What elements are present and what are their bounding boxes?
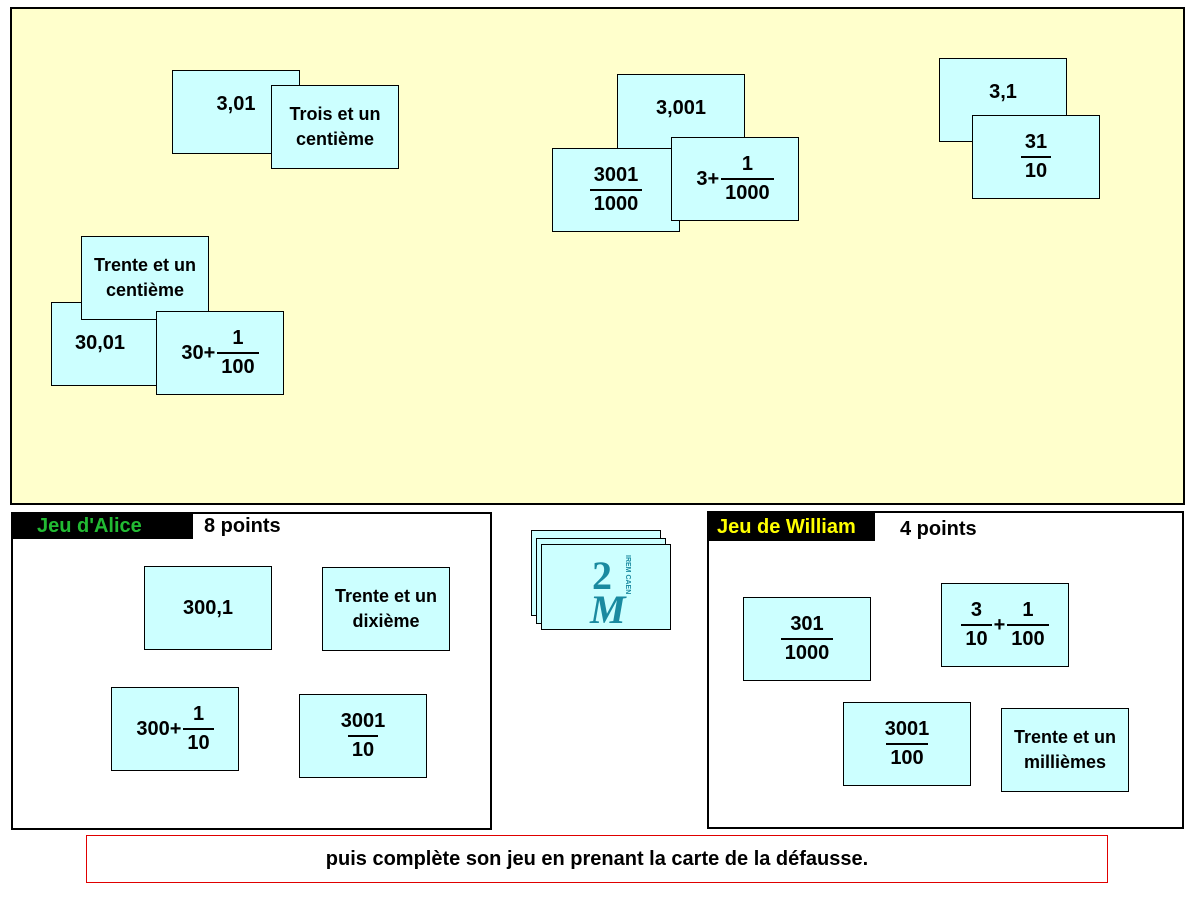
denominator: 1000	[780, 638, 834, 665]
numerator: 1	[232, 327, 244, 349]
fraction: 3001 1000	[589, 164, 643, 216]
denominator: 100	[217, 352, 259, 379]
number-card[interactable]: 3001 1000	[552, 148, 680, 232]
alice-title: Jeu d'Alice	[13, 514, 193, 539]
card-value: 300+	[136, 717, 182, 740]
svg-text:M: M	[589, 587, 627, 627]
numerator: 3001	[593, 164, 639, 186]
number-card[interactable]: Trente et un centième	[81, 236, 209, 320]
denominator: 10	[961, 624, 992, 651]
denominator: 100	[1007, 624, 1049, 651]
numerator: 1	[192, 703, 205, 725]
numerator: 3001	[884, 718, 930, 740]
denominator: 1000	[589, 189, 643, 216]
instruction-message: puis complète son jeu en prenant la cart…	[86, 835, 1108, 883]
card-value: 3,01	[216, 93, 256, 115]
fraction: 301 1000	[780, 613, 834, 665]
alice-hand-panel: Jeu d'Alice 8 points	[11, 512, 492, 830]
fraction: 1 1000	[721, 153, 774, 205]
number-card[interactable]: 3001 10	[299, 694, 427, 778]
number-card[interactable]: Trois et un centième	[271, 85, 399, 169]
numerator: 3001	[340, 710, 386, 732]
numerator: 31	[1024, 131, 1048, 153]
denominator: 10	[183, 728, 214, 755]
card-value: Trente et un millièmes	[1013, 727, 1116, 772]
numerator: 301	[790, 613, 824, 635]
denominator: 10	[1020, 156, 1052, 183]
instruction-text: puis complète son jeu en prenant la cart…	[325, 847, 869, 870]
card-value: 300,1	[182, 596, 234, 619]
denominator: 100	[886, 743, 928, 770]
william-points: 4 points	[900, 518, 977, 540]
number-card[interactable]: Trente et un dixième	[322, 567, 450, 651]
number-card[interactable]: Trente et un millièmes	[1001, 708, 1129, 792]
card-value: 3,001	[655, 97, 707, 119]
card-value: Trente et un centième	[93, 255, 196, 300]
number-card[interactable]: 300,1	[144, 566, 272, 650]
numerator: 3	[970, 599, 983, 621]
fraction: 3001 10	[337, 710, 390, 762]
william-title: Jeu de William	[709, 513, 875, 541]
card-value: 30+	[181, 341, 216, 364]
card-value: Trois et un centième	[289, 104, 381, 149]
number-card[interactable]: 3+ 1 1000	[671, 137, 799, 221]
card-value: 3+	[696, 167, 720, 190]
number-card[interactable]: 3001 100	[843, 702, 971, 786]
svg-text:2: 2	[592, 553, 612, 598]
plus-sign: +	[993, 613, 1006, 636]
card-value: Trente et un dixième	[334, 586, 437, 631]
numerator: 1	[1022, 599, 1034, 621]
deck-logo: 2 M IREM CAEN	[541, 544, 671, 630]
numerator: 1	[741, 153, 753, 175]
number-card[interactable]: 301 1000	[743, 597, 871, 681]
alice-points: 8 points	[204, 515, 281, 537]
card-value: 3,1	[989, 81, 1017, 103]
svg-text:IREM CAEN: IREM CAEN	[624, 555, 631, 594]
denominator: 10	[347, 735, 379, 762]
denominator: 1000	[721, 178, 774, 205]
fraction: 3001 100	[881, 718, 934, 770]
card-value: 30,01	[74, 331, 126, 354]
